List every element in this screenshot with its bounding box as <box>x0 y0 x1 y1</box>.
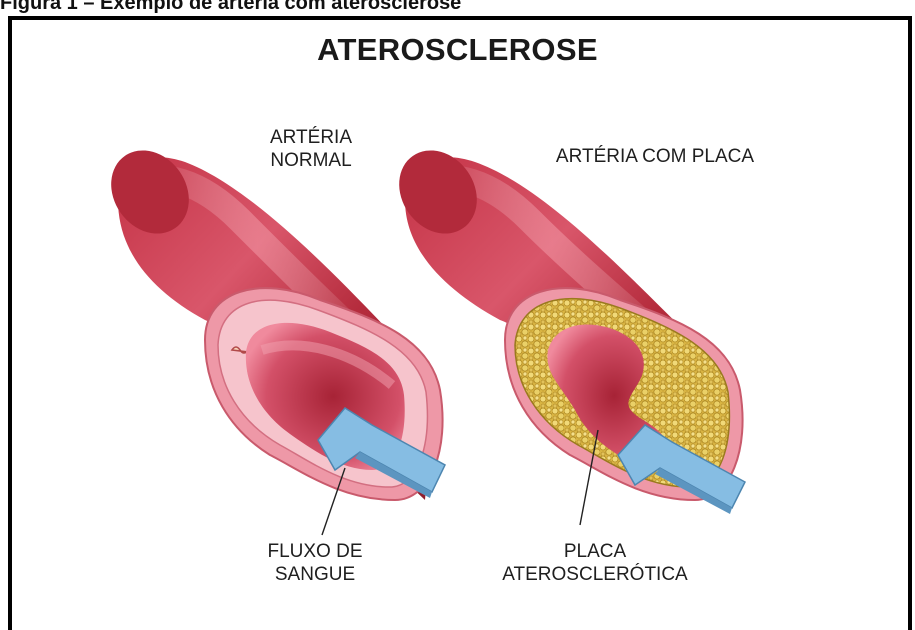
plaque-artery-label: ARTÉRIA COM PLACA <box>520 145 790 168</box>
diagram-title: ATEROSCLEROSE <box>0 32 915 68</box>
plaque-label: PLACA ATEROSCLERÓTICA <box>500 540 690 586</box>
blood-flow-label: FLUXO DE SANGUE <box>250 540 380 586</box>
normal-artery-label: ARTÉRIA NORMAL <box>256 126 366 172</box>
